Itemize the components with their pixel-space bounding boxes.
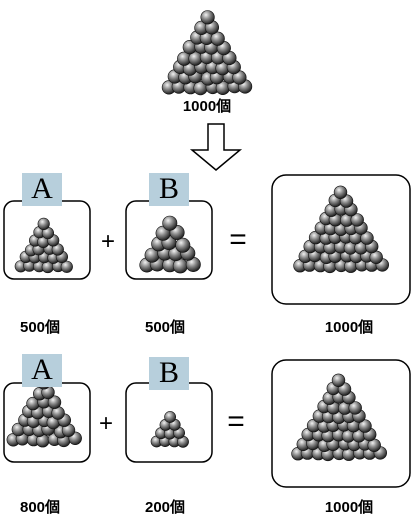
sphere-icon (47, 395, 62, 409)
down-arrow-icon (189, 123, 243, 171)
count-label-row1-b: 500個 (144, 319, 186, 336)
ball-pile-top (161, 10, 253, 96)
sphere-icon (348, 401, 362, 415)
letter-tag-row2-b: B (149, 357, 189, 390)
sphere-icon (162, 215, 178, 231)
sphere-icon (210, 31, 225, 46)
plus-sign-row1: + (100, 228, 116, 255)
equals-sign-row2: = (227, 405, 245, 438)
ball-pile-row2-a (6, 376, 82, 448)
sphere-icon (164, 411, 176, 423)
equals-sign-row1: = (229, 223, 247, 256)
count-label-row2-result: 1000個 (324, 499, 374, 516)
letter-tag-row1-b: B (149, 173, 189, 206)
plus-sign-row2: + (98, 410, 114, 437)
letter-tag-row1-a: A (22, 173, 62, 206)
letter-tag-row2-a: A (22, 354, 62, 387)
sphere-icon (333, 185, 348, 200)
sphere-icon (37, 217, 50, 230)
sphere-icon (200, 10, 215, 25)
count-label-row2-b: 200個 (144, 499, 186, 516)
ball-pile-row1-a (14, 217, 73, 274)
sphere-icon (331, 373, 346, 387)
ball-pile-row1-b (139, 215, 201, 274)
sphere-icon (358, 419, 372, 433)
ball-pile-row1-result (293, 185, 389, 274)
count-label-row1-a: 500個 (19, 319, 61, 336)
sphere-icon (175, 237, 191, 253)
count-label-row1-result: 1000個 (324, 319, 374, 336)
sphere-icon (360, 231, 374, 245)
count-label-row2-a: 800個 (19, 499, 61, 516)
sphere-icon (350, 213, 364, 227)
ball-pile-row2-b (150, 411, 189, 448)
count-label-top: 1000個 (182, 98, 232, 115)
ball-pile-row2-result (291, 373, 387, 462)
sphere-icon (60, 260, 73, 273)
